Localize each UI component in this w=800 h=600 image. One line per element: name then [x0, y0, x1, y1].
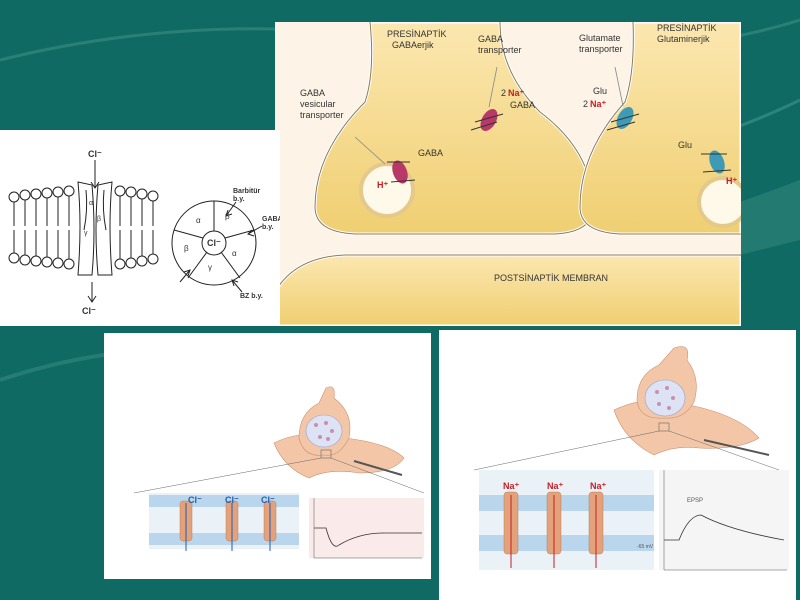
glutamate-transporter-label: Glutamate transporter	[579, 33, 623, 54]
chloride-channel-protein	[77, 181, 113, 276]
ipsp-ion-1: Cl⁻	[188, 495, 202, 505]
glu-label: Glu	[593, 86, 608, 96]
gaba-vesicular-transporter-label: GABA vesicular transporter	[300, 88, 344, 120]
receptor-pentamer-top-view	[171, 200, 263, 293]
glu-na-ion: Na⁺	[590, 99, 607, 109]
ipsp-ion-2: Cl⁻	[225, 495, 239, 505]
epsp-trace-area	[659, 470, 789, 570]
epsp-label: EPSP	[687, 498, 704, 504]
synapse-transporter-diagram: PRESİNAPTİK GABAerjik PRESİNAPTİK Glutam…	[275, 22, 741, 326]
cl-influx-arrow	[90, 160, 100, 189]
gaba-vesicular-transporter-icon	[387, 160, 416, 184]
vesicle-cluster	[305, 414, 343, 448]
gaba-na-coefficient: 2	[501, 88, 507, 98]
gaba-a-receptor-diagram: Cl⁻ Cl⁻ Cl⁻ Barbitür b.y. GABA b.y. BZ b…	[0, 130, 280, 326]
cl-bottom-label: Cl⁻	[82, 306, 96, 316]
glu-vesicle-label: Glu	[678, 140, 693, 150]
bz-site-label: BZ b.y.	[240, 293, 263, 300]
extra-site-arrow	[179, 269, 191, 283]
barbiturate-site-label: Barbitür b.y.	[233, 188, 261, 203]
ipsp-drawing	[133, 386, 425, 559]
epsp-trace	[664, 514, 785, 541]
presynaptic-gaba-subtitle: GABAerjik	[392, 40, 434, 50]
ipsp-ion-3: Cl⁻	[261, 495, 275, 505]
h-plus-gaba: H⁺	[377, 180, 389, 190]
gaba-na-ion: Na⁺	[508, 88, 525, 98]
gaba-site-arrow	[247, 225, 263, 237]
presynaptic-glu-subtitle: Glutaminerjik	[657, 34, 710, 44]
gaba-presynaptic-terminal	[313, 22, 595, 236]
recording-electrode	[703, 439, 770, 456]
cl-top-label: Cl⁻	[88, 149, 102, 159]
gaba-transporter-label: GABA transporter	[478, 34, 522, 55]
epsp-ion-1: Na⁺	[503, 481, 520, 491]
epsp-ion-2: Na⁺	[547, 481, 564, 491]
ipsp-trace	[314, 527, 422, 547]
glutamate-transporter-icon	[606, 107, 640, 131]
gaba-plasma-transporter-icon	[470, 109, 504, 131]
lipid-bilayer-bottom-row	[8, 252, 159, 270]
gaba-site-label: GABA b.y.	[262, 216, 280, 231]
subunit-alpha-1: α	[89, 200, 94, 207]
subunit-alpha-3: α	[232, 249, 237, 258]
subunit-gamma-1: γ	[208, 263, 212, 272]
cl-efflux-arrow	[87, 282, 97, 303]
recording-electrode	[353, 460, 403, 476]
epsp-ion-3: Na⁺	[590, 481, 607, 491]
vesicle-cluster	[644, 379, 686, 417]
lipid-bilayer-top-row	[8, 185, 159, 203]
barbiturate-site-arrow	[225, 201, 237, 217]
ipsp-trace-area	[309, 498, 424, 558]
gaba-vesicle-label: GABA	[418, 148, 444, 158]
presynaptic-gaba-title: PRESİNAPTİK	[387, 29, 447, 39]
h-plus-glu: H⁺	[726, 176, 738, 186]
presynaptic-glu-title: PRESİNAPTİK	[657, 23, 717, 33]
receptor-drawing	[8, 160, 263, 303]
epsp-drawing	[473, 346, 789, 571]
subunit-alpha-2: α	[196, 216, 201, 225]
bz-site-arrow	[231, 279, 243, 293]
gaba-label: GABA	[510, 100, 536, 110]
glu-vesicular-transporter-icon	[701, 150, 732, 174]
postsynaptic-membrane-shape	[275, 253, 741, 326]
ipsp-diagram: Cl⁻ Cl⁻ Cl⁻	[104, 333, 431, 579]
postsynaptic-membrane-label: POSTSİNAPTİK MEMBRAN	[494, 273, 609, 283]
glu-vesicle	[697, 176, 741, 228]
subunit-gamma-2: γ	[84, 230, 88, 237]
subunit-beta-3: β	[184, 244, 189, 253]
glu-na-coefficient: 2	[583, 99, 589, 109]
subunit-beta-2: β	[225, 212, 230, 221]
epsp-voltage-label: -65 mV	[637, 544, 654, 550]
cl-center-label: Cl⁻	[207, 238, 221, 248]
subunit-beta-1: β	[97, 216, 102, 223]
epsp-diagram: Na⁺ Na⁺ Na⁺ EPSP -65 mV	[439, 330, 796, 600]
